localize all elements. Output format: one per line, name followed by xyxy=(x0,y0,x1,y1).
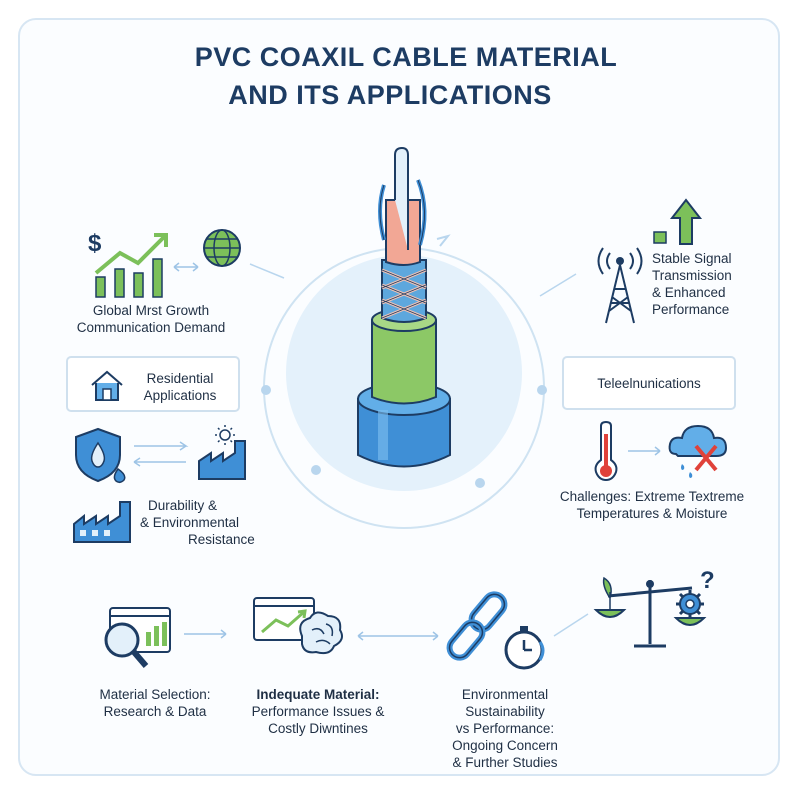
telecommunications-box: Teleelnunications xyxy=(562,356,736,410)
antenna-tower-icon xyxy=(597,247,643,324)
arrow-icon xyxy=(173,262,199,272)
balance-scale-icon: ? xyxy=(593,567,715,648)
stable-signal-text: Stable Signal Transmission & Enhanced Pe… xyxy=(652,251,732,317)
globe-icon xyxy=(203,229,241,267)
house-icon xyxy=(91,370,123,401)
thermometer-icon xyxy=(594,420,618,482)
cable-braided-shield xyxy=(381,259,427,323)
chain-link-icon xyxy=(446,591,508,661)
cable-green-insulation xyxy=(371,319,437,405)
arrow-icon xyxy=(184,629,227,639)
connector-line xyxy=(553,613,589,637)
orbit-dot xyxy=(261,385,271,395)
challenges-text: Challenges: Extreme Textreme Temperature… xyxy=(559,489,745,521)
dollar-icon: $ xyxy=(88,230,102,257)
chart-brain-icon xyxy=(253,597,343,655)
arrow-icon xyxy=(628,446,661,456)
shield-drop-icon xyxy=(75,427,126,484)
upward-arrow-icon xyxy=(653,198,703,245)
cable-core-wire xyxy=(394,146,409,250)
orbit-arrow xyxy=(436,234,451,247)
arrows-icon xyxy=(133,441,189,467)
connector-line xyxy=(539,273,577,297)
durability-text: Durability & & Environmental Resistance xyxy=(140,498,255,547)
growth-chart-icon: $ xyxy=(88,230,168,298)
global-market-text: Global Mrst Growth Communication Demand xyxy=(76,303,226,335)
question-mark-icon: ? xyxy=(700,567,715,594)
factory-sun-icon xyxy=(198,425,246,480)
stopwatch-icon xyxy=(504,626,545,670)
title-line-1: PVC COAXIL CABLE MATERIAL xyxy=(194,42,618,72)
cloud-rain-icon xyxy=(668,424,728,478)
cable-dielectric xyxy=(385,199,421,266)
factory-icon xyxy=(73,501,131,543)
inadequate-material-text: Indequate Material: Performance Issues &… xyxy=(251,687,385,736)
bidirectional-arrow-icon xyxy=(357,631,439,641)
orbit-dot xyxy=(475,478,485,488)
research-magnifier-icon xyxy=(104,607,171,668)
connector-line xyxy=(249,263,285,279)
sustainability-text: Environmental Sustainability vs Performa… xyxy=(452,687,558,770)
orbit-dot xyxy=(537,385,547,395)
material-selection-text: Material Selection: Research & Data xyxy=(99,687,211,719)
residential-applications-box: Residential Applications xyxy=(66,356,240,412)
title-line-2: AND ITS APPLICATIONS xyxy=(228,80,552,110)
orbit-dot xyxy=(311,465,321,475)
